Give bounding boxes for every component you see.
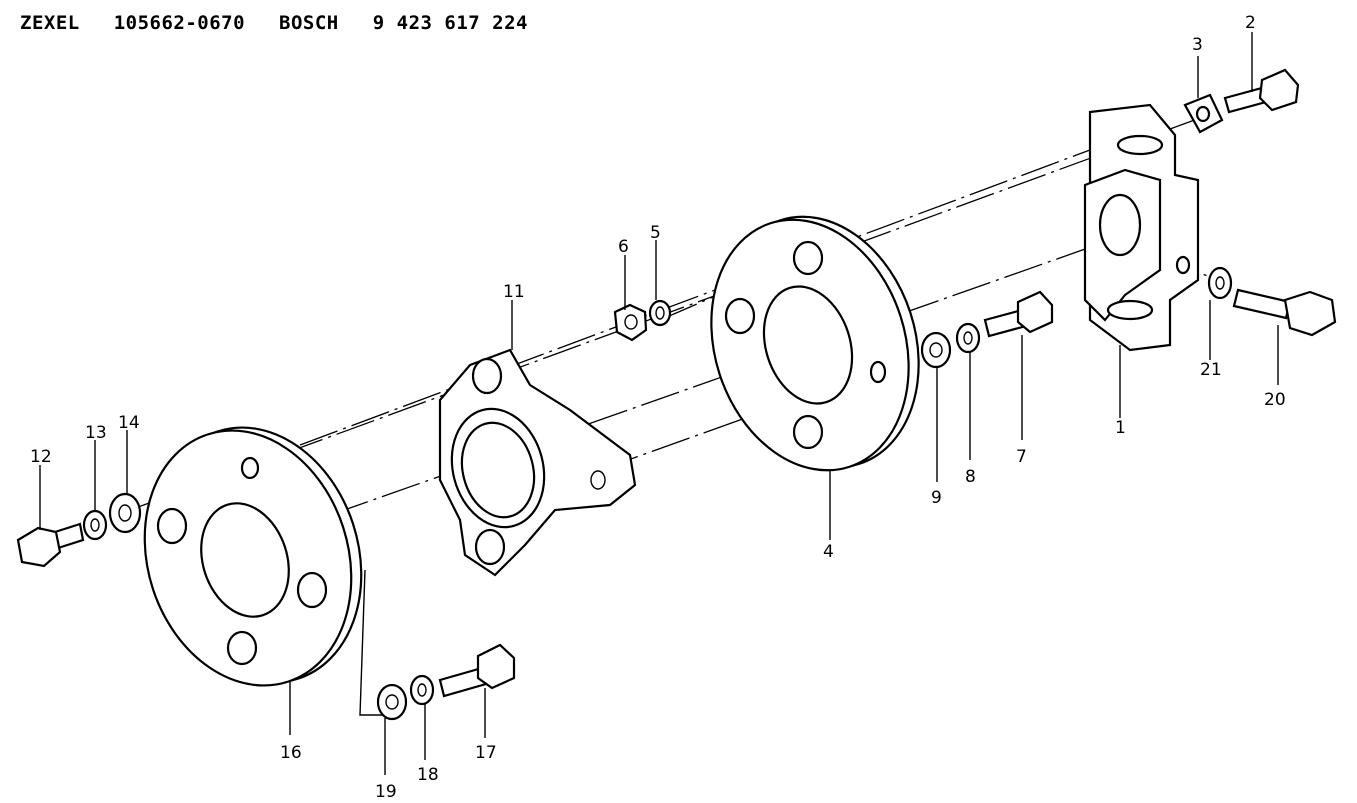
label-3: 3 xyxy=(1192,35,1203,55)
label-6: 6 xyxy=(618,237,629,257)
label-14: 14 xyxy=(118,413,140,433)
label-12: 12 xyxy=(30,447,52,467)
part-20-bolt xyxy=(1232,288,1337,337)
part-19-washer xyxy=(376,683,408,721)
part-8-spring-washer xyxy=(955,322,981,354)
part-4-coupling-disc xyxy=(710,215,920,472)
part-6-nut xyxy=(613,303,648,342)
zexel-part-number: 105662-0670 xyxy=(113,12,246,34)
label-21: 21 xyxy=(1200,360,1222,380)
part-18-spring-washer xyxy=(409,674,435,706)
label-4: 4 xyxy=(823,542,834,562)
label-2: 2 xyxy=(1245,13,1256,33)
label-8: 8 xyxy=(965,467,976,487)
bosch-part-number: 9 423 617 224 xyxy=(372,12,528,34)
label-17: 17 xyxy=(475,743,497,763)
label-11: 11 xyxy=(503,282,525,302)
drawing-header: ZEXEL 105662-0670 BOSCH 9 423 617 224 xyxy=(20,12,562,42)
label-13: 13 xyxy=(85,423,107,443)
part-number-labels: 2 3 5 6 11 21 20 1 7 8 9 4 12 13 14 16 1… xyxy=(30,13,1286,802)
part-17-bolt xyxy=(438,643,516,698)
label-18: 18 xyxy=(417,765,439,785)
label-7: 7 xyxy=(1016,447,1027,467)
part-9-washer xyxy=(920,331,952,369)
label-1: 1 xyxy=(1115,418,1126,438)
label-19: 19 xyxy=(375,782,397,802)
part-21-spring-washer xyxy=(1207,266,1233,300)
part-13-spring-washer xyxy=(82,509,108,541)
label-9: 9 xyxy=(931,488,942,508)
part-12-bolt xyxy=(16,522,85,568)
part-1-bracket xyxy=(1083,103,1200,352)
part-7-bolt xyxy=(983,290,1054,338)
brand-bosch: BOSCH xyxy=(279,12,339,34)
label-16: 16 xyxy=(280,743,302,763)
brand-zexel: ZEXEL xyxy=(20,12,80,34)
part-3-plate-washer xyxy=(1183,93,1224,134)
part-14-washer xyxy=(108,492,142,534)
part-5-spring-washer xyxy=(648,299,672,327)
part-2-bolt xyxy=(1223,68,1300,114)
label-20: 20 xyxy=(1264,390,1286,410)
part-11-flange xyxy=(438,348,637,577)
part-16-coupling-disc xyxy=(143,426,363,687)
label-5: 5 xyxy=(650,223,661,243)
leader-lines xyxy=(39,32,1279,775)
